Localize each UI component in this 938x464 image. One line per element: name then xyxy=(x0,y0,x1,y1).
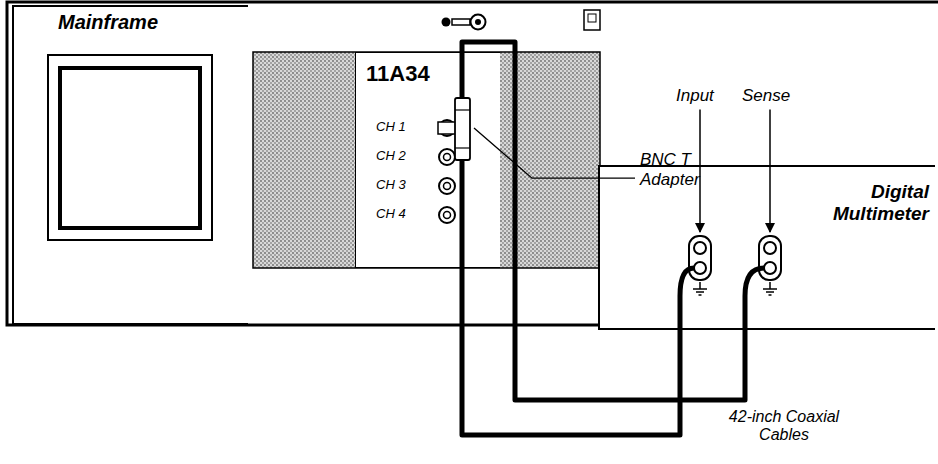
coax-cable xyxy=(462,42,745,400)
coax-cable xyxy=(462,268,680,435)
leader-line xyxy=(474,128,635,178)
power-indicator xyxy=(442,18,451,27)
sense-terminal xyxy=(759,236,781,280)
display-bezel xyxy=(48,55,212,240)
pointer-arrow xyxy=(769,110,771,232)
plugin-name: 11A34 xyxy=(366,61,430,86)
bnc-connector xyxy=(439,207,455,223)
bnc-t-adapter xyxy=(438,98,470,160)
cable-label: 42-inch Coaxial Cables xyxy=(724,408,844,445)
terminal-label: Input xyxy=(676,86,714,106)
multimeter-body xyxy=(598,165,938,330)
terminal-label: Sense xyxy=(742,86,790,106)
leader-lines xyxy=(474,110,770,232)
power-knob xyxy=(471,15,486,30)
plugin-compartment xyxy=(253,52,600,268)
channel-label: CH 3 xyxy=(376,178,406,193)
coax-cable xyxy=(460,158,465,268)
channel-label: CH 1 xyxy=(376,120,406,135)
display-screen xyxy=(60,68,200,228)
coax-cable xyxy=(745,268,764,330)
instrument-name: Digital Multimeter xyxy=(807,181,929,225)
power-knob-center xyxy=(475,19,481,25)
plugin-unit: 11A34 CH 1 CH 2 CH 3 CH 4 xyxy=(355,52,500,268)
multimeter-box: Digital Multimeter xyxy=(598,165,935,330)
bnc-connectors xyxy=(439,120,455,223)
input-terminal xyxy=(689,236,711,280)
power-switch xyxy=(452,19,470,25)
mainframe-panel: Mainframe xyxy=(12,5,248,325)
bnc-connector xyxy=(439,149,455,165)
plugin-face xyxy=(355,52,500,268)
channel-label: CH 2 xyxy=(376,149,406,164)
ground-symbol xyxy=(763,282,777,295)
coax-cable xyxy=(460,52,465,100)
ground-symbol xyxy=(693,282,707,295)
bnc-connector xyxy=(439,178,455,194)
part-label: BNC T Adapter xyxy=(640,150,712,189)
toggle-button xyxy=(584,10,600,30)
channel-label: CH 4 xyxy=(376,207,406,222)
toggle-button-face xyxy=(588,14,596,22)
coax-cable xyxy=(680,268,694,330)
panel-title: Mainframe xyxy=(58,11,158,34)
